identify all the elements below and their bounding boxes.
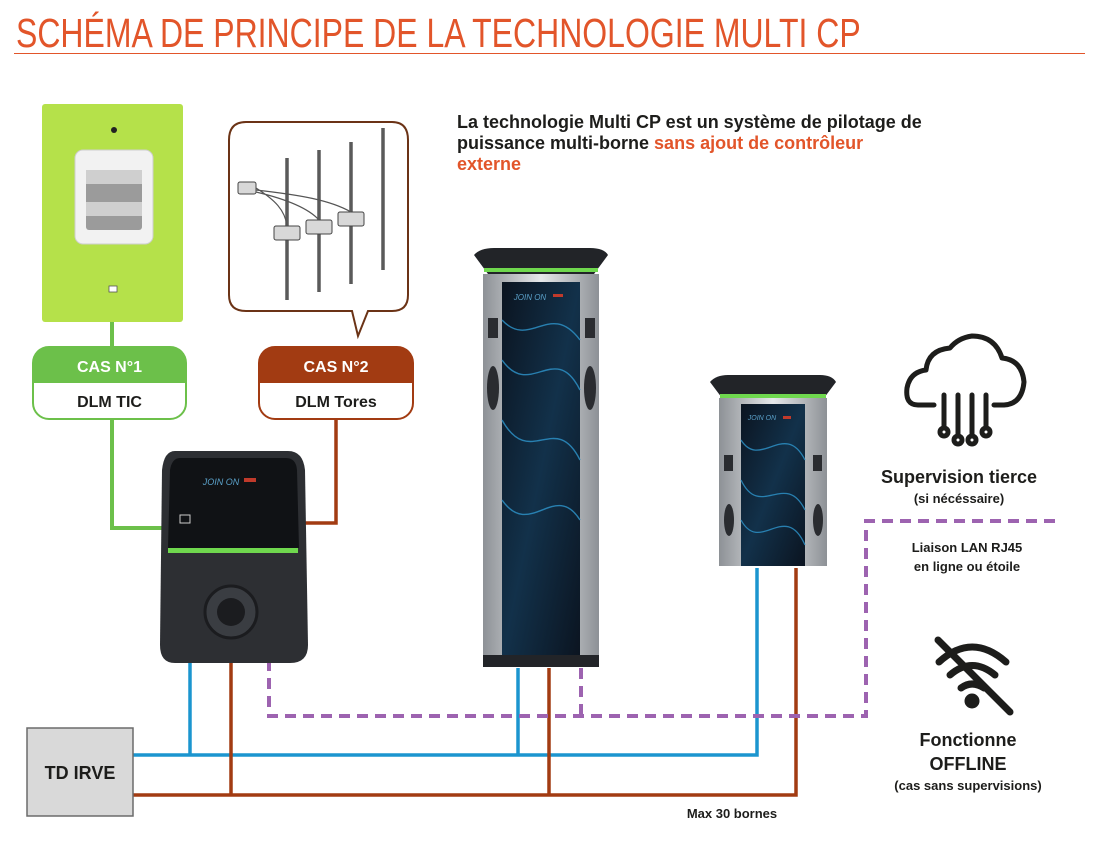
- offline-line3: (cas sans supervisions): [894, 778, 1041, 793]
- intro-lead: La technologie Multi CP est un système d…: [457, 112, 922, 153]
- td-irve-label: TD IRVE: [45, 763, 116, 783]
- tores-link-wire: [296, 420, 338, 525]
- offline-line2: OFFLINE: [930, 754, 1007, 774]
- title-divider: [14, 53, 1085, 54]
- compact-charger-logo: JOIN ON: [747, 415, 777, 422]
- blue-power-bus: [133, 568, 759, 757]
- no-wifi-icon: [934, 636, 1014, 716]
- td-irve-panel: TD IRVE: [26, 727, 134, 817]
- intro-text: La technologie Multi CP est un système d…: [457, 112, 927, 175]
- supervision-title: Supervision tierce: [881, 467, 1037, 487]
- case-1-badge: CAS N°1 DLM TIC: [32, 346, 187, 420]
- case-1-label: DLM TIC: [77, 394, 142, 411]
- case-2-badge: CAS N°2 DLM Tores: [258, 346, 414, 420]
- cloud-network-icon: [904, 333, 1027, 447]
- current-clamps-bubble: [228, 121, 409, 340]
- max-chargers-note: Max 30 bornes: [687, 806, 777, 821]
- wall-charger: JOIN ON: [160, 451, 308, 663]
- case-2-label: DLM Tores: [295, 394, 377, 411]
- linky-meter: [42, 104, 183, 322]
- pedestal-charger-logo: JOIN ON: [513, 293, 547, 302]
- lan-rj45-link: [267, 519, 1062, 718]
- brown-power-bus: [133, 568, 798, 797]
- page-title: SCHÉMA DE PRINCIPE DE LA TECHNOLOGIE MUL…: [16, 10, 861, 56]
- lan-label-line1: Liaison LAN RJ45: [912, 540, 1023, 555]
- offline-line1: Fonctionne: [920, 730, 1017, 750]
- lan-label-line2: en ligne ou étoile: [914, 559, 1020, 574]
- case-2-header: CAS N°2: [303, 359, 368, 376]
- pedestal-charger: JOIN ON: [474, 248, 608, 667]
- case-1-header: CAS N°1: [77, 359, 142, 376]
- intro-highlight: sans ajout de contrôleur externe: [457, 133, 864, 174]
- wall-charger-logo: JOIN ON: [202, 477, 240, 487]
- compact-charger: JOIN ON: [710, 375, 836, 566]
- supervision-subtitle: (si nécéssaire): [914, 491, 1004, 506]
